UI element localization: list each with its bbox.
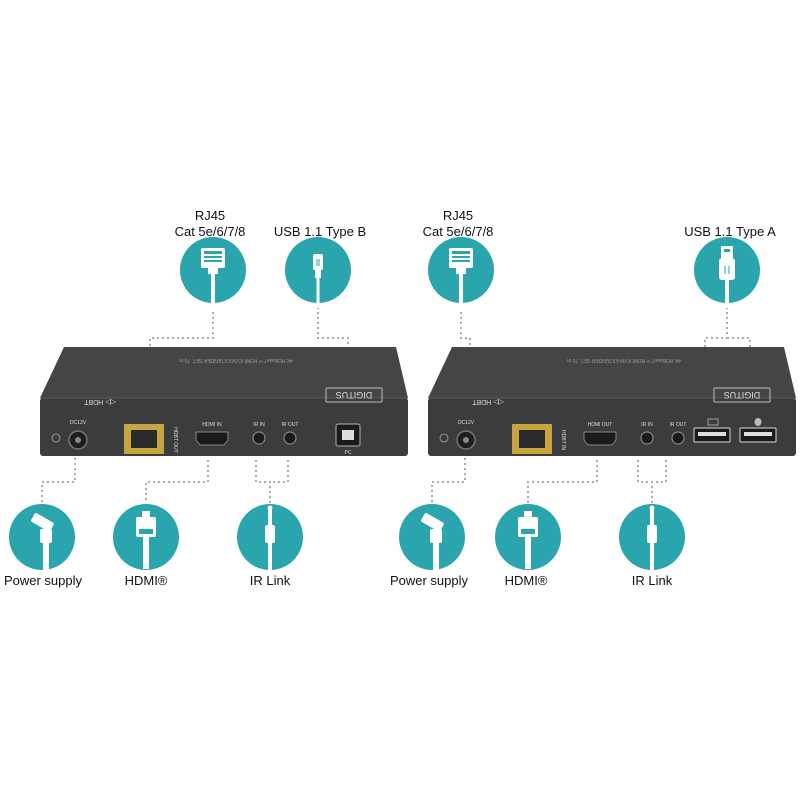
rx-rj45-label: RJ45 Cat 5e/6/7/8: [398, 208, 518, 240]
rx-usb-text: USB 1.1 Type A: [684, 224, 776, 239]
rx-power-text: Power supply: [389, 573, 469, 588]
rx-dc-label: DC12V: [458, 420, 475, 426]
tx-usb-b-connector: [285, 237, 351, 309]
rx-top-text: 4K HDBaseT™ HDMI KVM EXTENDER SET, 70 m: [567, 357, 681, 363]
tx-power-connector: [9, 504, 75, 573]
tx-top-text: 4K HDBaseT™ HDMI KVM EXTENDER SET, 70 m: [179, 357, 293, 363]
tx-rj45-connector: [180, 237, 246, 310]
connector-line-0: [149, 302, 214, 352]
tx-dc-label: DC12V: [70, 420, 87, 426]
connector-line-10: [527, 460, 598, 503]
tx-power-label: Power supply: [0, 573, 86, 589]
tx-ir-label: IR Link: [230, 573, 310, 589]
rx-brand-logo: DIGITUS: [724, 390, 761, 400]
rx-ir-text: IR Link: [631, 573, 673, 588]
rx-ir-label: IR Link: [612, 573, 692, 589]
rx-rj45-connector: [428, 237, 494, 310]
rx-usb-label: USB 1.1 Type A: [670, 224, 790, 240]
connector-line-12: [652, 460, 667, 483]
rx-power-label: Power supply: [384, 573, 474, 589]
connector-line-5: [41, 458, 76, 503]
rx-hdmi-label: HDMI OUT: [588, 422, 613, 428]
rx-hdbt-logo: ◁▷ HDBT: [472, 398, 504, 405]
tx-hdmi-text: HDMI®: [124, 573, 168, 588]
tx-ir-text: IR Link: [249, 573, 291, 588]
tx-hdbt-logo: ◁▷ HDBT: [84, 398, 116, 405]
rx-device: 4K HDBaseT™ HDMI KVM EXTENDER SET, 70 m D…: [428, 347, 796, 456]
tx-hdmi-port: [195, 431, 229, 446]
tx-polarity-icon: [51, 433, 61, 443]
tx-ir-connector: [237, 504, 303, 571]
rx-dc-pin: [463, 437, 469, 443]
tx-usb-label: USB 1.1 Type B: [260, 224, 380, 240]
tx-power-text: Power supply: [3, 573, 83, 588]
rx-usb-a-tongue-2: [744, 432, 772, 436]
connector-line-3: [704, 302, 728, 420]
connector-line-6: [145, 460, 209, 503]
rx-top-face: [428, 347, 796, 398]
tx-ir-in-label: IR IN: [253, 422, 265, 428]
tx-hdbt-label: HDBT OUT: [172, 427, 178, 452]
tx-usb-b-tongue: [342, 430, 354, 440]
connector-line-11: [637, 460, 653, 503]
rx-brand-badge: [713, 387, 771, 403]
tx-hdmi-connector: [113, 504, 179, 570]
rx-usb-a-connector: [694, 237, 760, 309]
connector-line-8: [270, 460, 289, 483]
tx-rj45-label: RJ45 Cat 5e/6/7/8: [150, 208, 270, 240]
rx-rj45-line1: RJ45: [442, 208, 474, 223]
tx-ir-out-label: IR OUT: [282, 422, 299, 428]
tx-brand-badge: [325, 387, 383, 403]
connector-line-9: [431, 458, 466, 503]
tx-rj45-line1: RJ45: [194, 208, 226, 223]
rx-ir-out-jack: [671, 431, 685, 445]
rx-rj45-port: [519, 430, 545, 448]
rx-hdbt-label: HDBT IN: [560, 430, 566, 450]
rx-ir-connector: [619, 504, 685, 571]
rx-hdmi-label: HDMI®: [486, 573, 566, 589]
tx-hdmi-label: HDMI IN: [202, 422, 222, 428]
tx-ir-out-jack: [283, 431, 297, 445]
tx-usb-text: USB 1.1 Type B: [273, 224, 367, 239]
rx-ir-in-jack: [640, 431, 654, 445]
rx-usb-a-tongue-1: [698, 432, 726, 436]
rx-polarity-icon: [439, 433, 449, 443]
rx-hdmi-port: [583, 431, 617, 446]
rx-rj45-line2: Cat 5e/6/7/8: [422, 224, 494, 239]
tx-top-face: [40, 347, 408, 398]
tx-ir-in-jack: [252, 431, 266, 445]
tx-rj45-line2: Cat 5e/6/7/8: [174, 224, 246, 239]
rx-hdmi-connector: [495, 504, 561, 570]
connector-line-2: [460, 302, 471, 352]
rx-keyboard-icon: [707, 418, 719, 426]
rx-hdmi-text: HDMI®: [504, 573, 548, 588]
tx-device: 4K HDBaseT™ HDMI KVM EXTENDER SET, 70 m D…: [40, 347, 408, 456]
rx-ir-in-label: IR IN: [641, 422, 653, 428]
rx-mouse-icon: [754, 418, 762, 426]
tx-hdmi-label: HDMI®: [106, 573, 186, 589]
rx-ir-out-label: IR OUT: [670, 422, 687, 428]
tx-pc-label: PC: [345, 450, 352, 456]
rx-power-connector: [399, 504, 465, 573]
tx-brand-logo: DIGITUS: [336, 390, 373, 400]
tx-rj45-port: [131, 430, 157, 448]
connector-line-7: [255, 460, 271, 503]
tx-dc-pin: [75, 437, 81, 443]
